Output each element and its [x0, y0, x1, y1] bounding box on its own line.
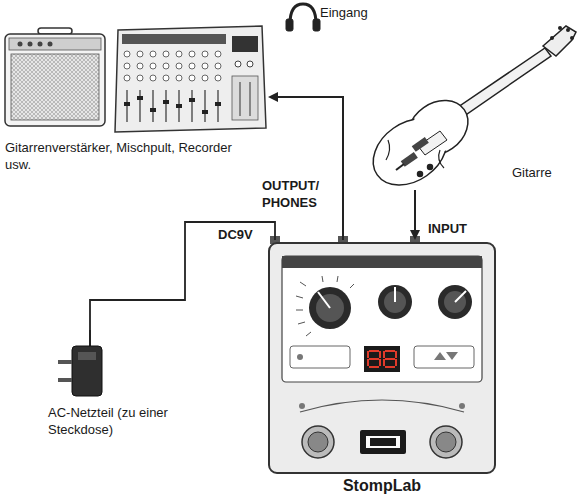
arrow-head [410, 230, 420, 240]
connector-line [414, 190, 416, 231]
connector-line [277, 97, 343, 240]
adapter-label: AC-Netzteil (zu einer Steckdose) [48, 405, 188, 439]
guitar-label: Gitarre [512, 165, 572, 182]
device-caption: Gitarrenverstärker, Mischpult, Recorder … [5, 140, 240, 174]
guitar-node: Gitarre [380, 15, 575, 190]
pedal-node: StompLab [268, 240, 496, 498]
adapter-drawing [58, 330, 102, 396]
guitar-drawing [361, 26, 576, 199]
headphones-icon [286, 4, 320, 31]
adapter-node: AC-Netzteil (zu einer Steckdose) [40, 330, 190, 460]
signal-arrow [410, 190, 420, 240]
jack-label: DC9V [218, 227, 264, 244]
mixer-drawing [115, 26, 266, 132]
jack-label: INPUT [428, 221, 488, 238]
pedal-name: StompLab [268, 476, 496, 497]
signal-arrow [268, 92, 343, 240]
amp-drawing [5, 28, 105, 126]
connector-line [90, 222, 275, 330]
jack-label: OUTPUT/ PHONES [262, 178, 336, 212]
arrow-head [268, 92, 278, 102]
pedal-drawing [269, 236, 495, 473]
power-cable [90, 222, 275, 330]
device-group: EingangGitarrenverstärker, Mischpult, Re… [5, 25, 268, 175]
input-label: Eingang [320, 5, 400, 22]
